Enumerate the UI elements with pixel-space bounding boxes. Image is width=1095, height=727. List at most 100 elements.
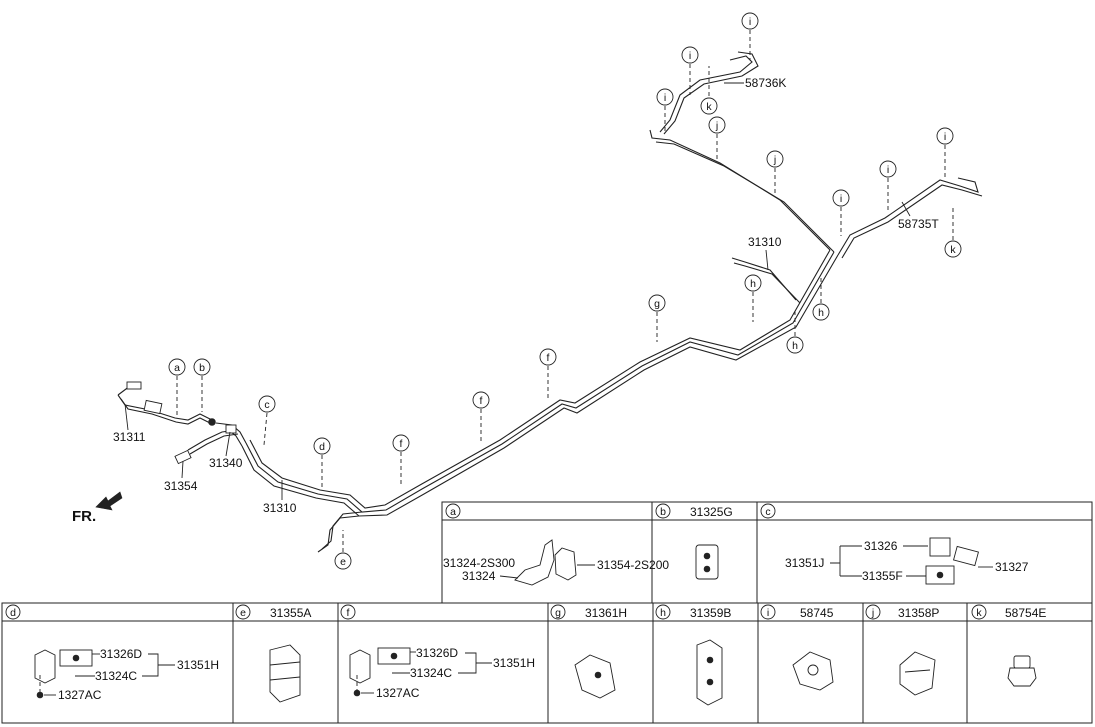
svg-text:c: c <box>264 399 269 411</box>
detail-cell-i: i 58745 <box>760 604 834 691</box>
svg-text:f: f <box>347 607 350 619</box>
detail-cell-e: e 31355A <box>235 604 311 703</box>
detail-cell-g: g 31361H <box>550 604 627 699</box>
svg-text:k: k <box>950 244 956 256</box>
svg-text:h: h <box>750 278 756 290</box>
svg-text:h: h <box>660 607 666 619</box>
callout-h-3: h <box>812 303 830 321</box>
svg-text:e: e <box>340 556 346 568</box>
svg-text:31324-2S300: 31324-2S300 <box>443 556 515 570</box>
svg-text:31326: 31326 <box>864 539 898 553</box>
svg-text:j: j <box>715 120 718 132</box>
svg-text:i: i <box>887 164 889 176</box>
callout-k-1: k <box>944 240 962 258</box>
fitting-58754e-icon <box>1013 655 1031 669</box>
callout-f-1: f <box>392 434 410 452</box>
detail-cell-c: c 31326 31351J 31355F 31327 <box>760 503 1029 585</box>
svg-text:1327AC: 1327AC <box>376 686 420 700</box>
callout-b: b <box>193 358 211 376</box>
label-31310-front: 31310 <box>263 501 297 515</box>
svg-text:j: j <box>871 607 874 619</box>
svg-text:e: e <box>240 607 246 619</box>
svg-text:31351J: 31351J <box>785 556 824 570</box>
svg-text:i: i <box>944 131 946 143</box>
spring-clamp <box>208 418 216 426</box>
svg-text:g: g <box>654 298 660 310</box>
fr-label: FR. <box>72 508 96 525</box>
callout-c: c <box>258 395 276 413</box>
front-hose-assembly <box>117 381 239 465</box>
svg-text:f: f <box>547 352 550 364</box>
bracket-31324-icon <box>514 539 555 586</box>
callout-i-3: i <box>936 127 954 145</box>
svg-text:31361H: 31361H <box>585 606 627 620</box>
svg-text:b: b <box>199 362 205 374</box>
svg-text:31325G: 31325G <box>690 505 733 519</box>
svg-text:h: h <box>792 340 798 352</box>
label-58736K: 58736K <box>745 76 786 90</box>
callout-j-2: j <box>708 116 726 134</box>
callout-d: d <box>313 437 331 455</box>
svg-text:i: i <box>749 16 751 28</box>
svg-text:h: h <box>818 307 824 319</box>
svg-text:31324C: 31324C <box>410 666 452 680</box>
svg-text:31326D: 31326D <box>100 647 142 661</box>
label-58735T: 58735T <box>898 217 939 231</box>
callout-h-2: h <box>786 336 804 354</box>
bracket-icon-d <box>34 649 56 684</box>
svg-text:31359B: 31359B <box>690 606 731 620</box>
label-31311: 31311 <box>113 430 146 444</box>
svg-text:i: i <box>664 92 666 104</box>
svg-text:b: b <box>660 506 666 518</box>
callout-leaders <box>176 30 954 552</box>
svg-text:31324: 31324 <box>462 569 496 583</box>
detail-cell-h: h 31359B <box>655 604 731 706</box>
detail-cell-a: a 31324-2S300 31324 31354-2S200 <box>443 503 669 586</box>
connector-31354 <box>174 449 192 465</box>
svg-text:31355F: 31355F <box>862 569 903 583</box>
callout-i-5: i <box>681 46 699 64</box>
svg-text:a: a <box>450 506 456 518</box>
callout-j-1: j <box>766 150 784 168</box>
svg-text:i: i <box>689 50 691 62</box>
detail-table <box>1 501 1093 724</box>
callout-i-2: i <box>879 160 897 178</box>
callout-i-4: i <box>656 88 674 106</box>
detail-cell-d: d 31326D 31324C 31351H 1327AC <box>5 604 219 702</box>
svg-text:f: f <box>480 395 483 407</box>
front-arrow-icon <box>95 491 123 511</box>
hose-sleeve <box>143 399 163 415</box>
svg-text:31355A: 31355A <box>270 606 311 620</box>
svg-text:j: j <box>773 154 776 166</box>
callout-k-2: k <box>700 97 718 115</box>
main-tube-bundle <box>225 51 983 553</box>
svg-text:58754E: 58754E <box>1005 606 1046 620</box>
bracket-icon-f <box>349 649 371 684</box>
callout-circles: a b c d f f f g h h h e j j i i i k i i … <box>168 12 962 570</box>
callout-a: a <box>168 358 186 376</box>
svg-text:d: d <box>10 607 16 619</box>
callout-e: e <box>334 552 352 570</box>
label-31310-rear: 31310 <box>748 235 782 249</box>
detail-cell-b: b 31325G <box>655 503 733 580</box>
svg-text:31326D: 31326D <box>416 646 458 660</box>
callout-h-1: h <box>744 274 762 292</box>
svg-text:31358P: 31358P <box>898 606 939 620</box>
clip-31326-icon <box>929 537 951 557</box>
svg-text:31327: 31327 <box>995 560 1029 574</box>
bolt-1327ac-icon-f <box>353 689 361 697</box>
detail-cell-k: k 58754E <box>971 604 1046 687</box>
svg-text:g: g <box>555 607 561 619</box>
callout-i-6: i <box>741 12 759 30</box>
callout-g: g <box>648 294 666 312</box>
svg-text:1327AC: 1327AC <box>58 688 102 702</box>
svg-text:c: c <box>765 506 770 518</box>
clip-31325g-icon <box>695 544 719 580</box>
front-direction-indicator: FR. <box>72 491 123 525</box>
svg-text:k: k <box>706 101 712 113</box>
svg-text:31354-2S200: 31354-2S200 <box>597 558 669 572</box>
clip-31358p-icon <box>899 651 936 696</box>
callout-f-2: f <box>472 391 490 409</box>
label-31340: 31340 <box>209 456 243 470</box>
callout-i-1: i <box>832 189 850 207</box>
